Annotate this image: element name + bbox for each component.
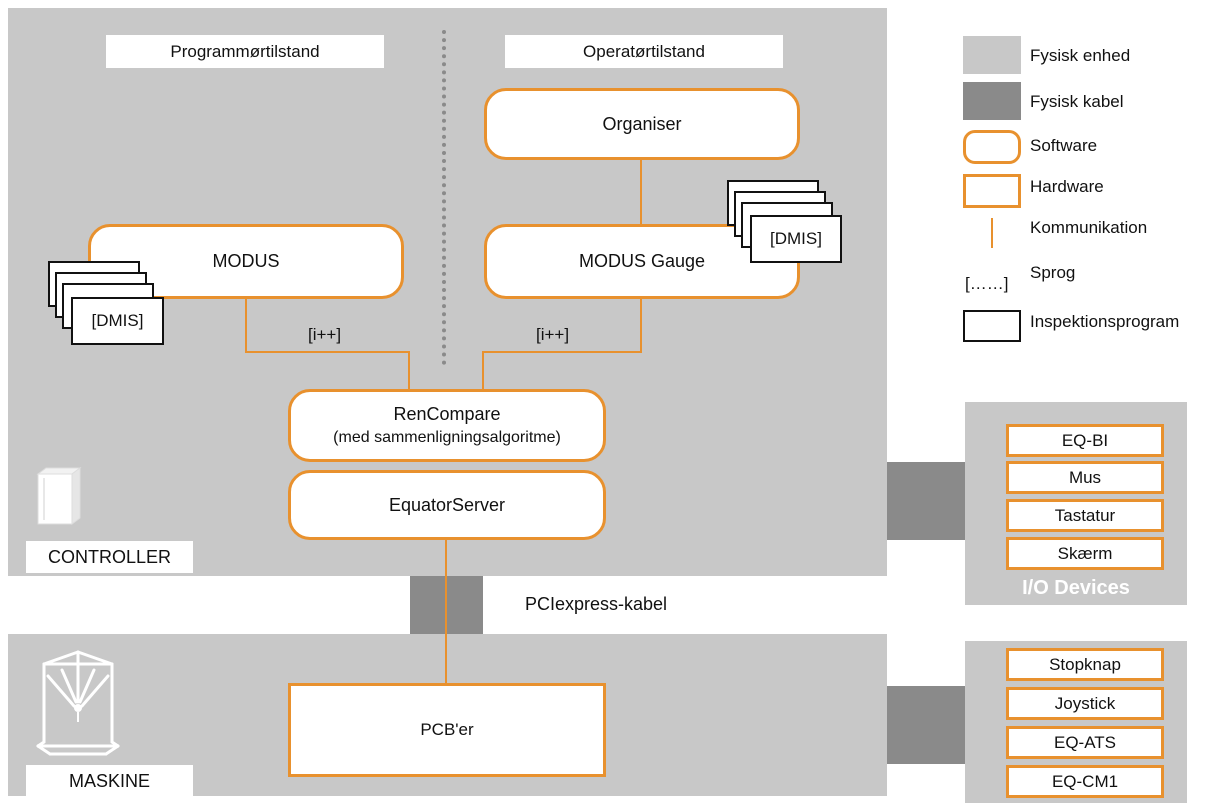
pcb-hardware: PCB'er xyxy=(288,683,606,777)
legend-inspection-program-label: Inspektionsprogram xyxy=(1030,312,1180,331)
machine-device-label: Stopknap xyxy=(1049,654,1121,674)
controller-icon xyxy=(34,466,84,526)
legend-software-swatch xyxy=(963,130,1021,164)
modus-label: MODUS xyxy=(212,251,280,271)
io-device-label: EQ-BI xyxy=(1061,430,1109,450)
equatorserver-label: EquatorServer xyxy=(388,494,506,515)
comm-line-gauge-down xyxy=(640,296,642,353)
mode-divider xyxy=(442,30,446,365)
controller-label: CONTROLLER xyxy=(26,541,193,573)
legend-physical-cable-label: Fysisk kabel xyxy=(1030,92,1124,111)
machine-device-label: EQ-ATS xyxy=(1053,732,1117,752)
io-device-label: Tastatur xyxy=(1054,505,1116,525)
machine-icon xyxy=(32,642,124,760)
machine-device-stopknap: Stopknap xyxy=(1006,648,1164,681)
machine-label: MASKINE xyxy=(26,765,193,797)
pcb-label: PCB'er xyxy=(420,720,474,739)
legend-hardware-label: Hardware xyxy=(1030,177,1104,196)
machine-device-eq-ats: EQ-ATS xyxy=(1006,726,1164,759)
comm-line-gauge-to-rencompare xyxy=(482,351,484,391)
machine-device-label: Joystick xyxy=(1054,693,1116,713)
io-device-eq-bi: EQ-BI xyxy=(1006,424,1164,457)
organiser-software: Organiser xyxy=(484,88,800,160)
legend-language-symbol: [……] xyxy=(965,274,1009,293)
programmer-mode-label: Programmørtilstand xyxy=(106,35,384,68)
io-device-skaerm: Skærm xyxy=(1006,537,1164,570)
equatorserver-software: EquatorServer xyxy=(288,470,606,540)
organiser-label: Organiser xyxy=(602,113,682,134)
comm-line-server-to-pcb xyxy=(445,538,447,683)
io-devices-title: I/O Devices xyxy=(1022,577,1130,599)
legend-hardware-swatch xyxy=(963,174,1021,208)
legend-physical-unit-label: Fysisk enhed xyxy=(1030,46,1131,65)
comm-line-modus-down xyxy=(245,297,247,353)
legend-inspection-program-swatch xyxy=(963,310,1021,342)
dmis-program-left: [DMIS] xyxy=(71,297,164,345)
comm-line-modus-to-rencompare xyxy=(408,351,410,391)
rencompare-label: RenCompare xyxy=(393,404,501,424)
io-cable xyxy=(887,462,965,540)
rencompare-software: RenCompare (med sammenligningsalgoritme) xyxy=(288,389,606,462)
modus-gauge-label: MODUS Gauge xyxy=(578,251,706,271)
ipp-language-left: [i++] xyxy=(308,325,342,344)
machine-device-label: EQ-CM1 xyxy=(1051,771,1119,791)
legend-physical-cable-swatch xyxy=(963,82,1021,120)
dmis-label-left: [DMIS] xyxy=(91,311,144,330)
legend-physical-unit-swatch xyxy=(963,36,1021,74)
io-device-label: Mus xyxy=(1068,467,1102,487)
pciexpress-cable-label: PCIexpress-kabel xyxy=(525,594,668,614)
dmis-label-right: [DMIS] xyxy=(770,229,822,248)
comm-line-gauge-across xyxy=(482,351,642,353)
machine-device-eq-cm1: EQ-CM1 xyxy=(1006,765,1164,798)
io-device-label: Skærm xyxy=(1057,543,1113,563)
comm-line-organiser-gauge xyxy=(640,158,642,226)
legend-communication-swatch xyxy=(991,218,993,248)
legend-communication-label: Kommunikation xyxy=(1030,218,1148,237)
ipp-language-right: [i++] xyxy=(536,325,570,344)
operator-mode-label: Operatørtilstand xyxy=(505,35,783,68)
io-device-tastatur: Tastatur xyxy=(1006,499,1164,532)
machine-devices-cable xyxy=(887,686,965,764)
comm-line-modus-across xyxy=(245,351,410,353)
io-device-mus: Mus xyxy=(1006,461,1164,494)
rencompare-sublabel: (med sammenligningsalgoritme) xyxy=(333,429,561,446)
legend-language-label: Sprog xyxy=(1030,263,1076,282)
dmis-program-right: [DMIS] xyxy=(750,215,842,263)
legend: Fysisk enhed Fysisk kabel Software Hardw… xyxy=(960,30,1222,350)
machine-device-joystick: Joystick xyxy=(1006,687,1164,720)
legend-software-label: Software xyxy=(1030,136,1098,155)
